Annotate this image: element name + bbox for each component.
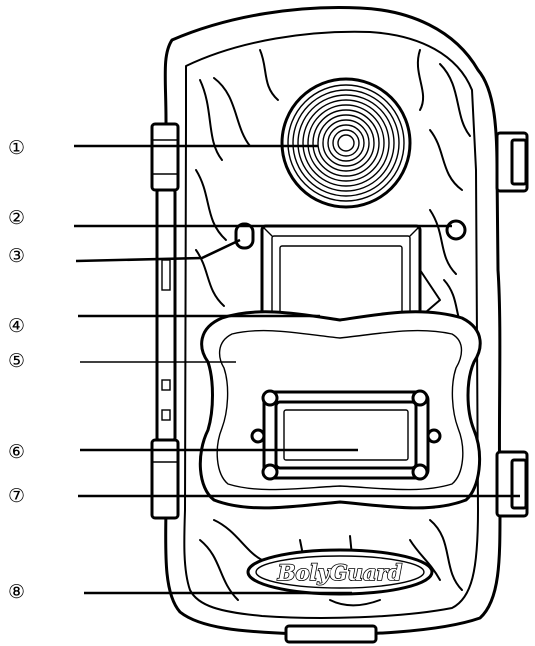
display-window [250, 389, 442, 481]
leader-line-3 [75, 238, 241, 263]
callout-6: ⑥ [8, 441, 25, 463]
right-latch-top [495, 131, 529, 193]
callout-4: ④ [8, 315, 25, 337]
callout-2: ② [8, 207, 25, 229]
callout-5: ⑤ [8, 350, 25, 372]
logo-text: BolyGuard [277, 560, 403, 585]
callout-7: ⑦ [8, 485, 25, 507]
left-hinge [150, 122, 180, 520]
right-latch-bottom [495, 450, 529, 518]
callout-1: ① [8, 137, 25, 159]
light-sensor [445, 219, 467, 241]
leader-lines [74, 144, 520, 595]
callout-labels: ① ② ③ ④ ⑤ ⑥ ⑦ ⑧ [8, 137, 25, 603]
callout-3: ③ [8, 245, 25, 267]
camera-lens [280, 77, 412, 209]
indicator-led [234, 222, 255, 250]
callout-8: ⑧ [8, 581, 25, 603]
brand-logo: BolyGuard [246, 548, 434, 596]
